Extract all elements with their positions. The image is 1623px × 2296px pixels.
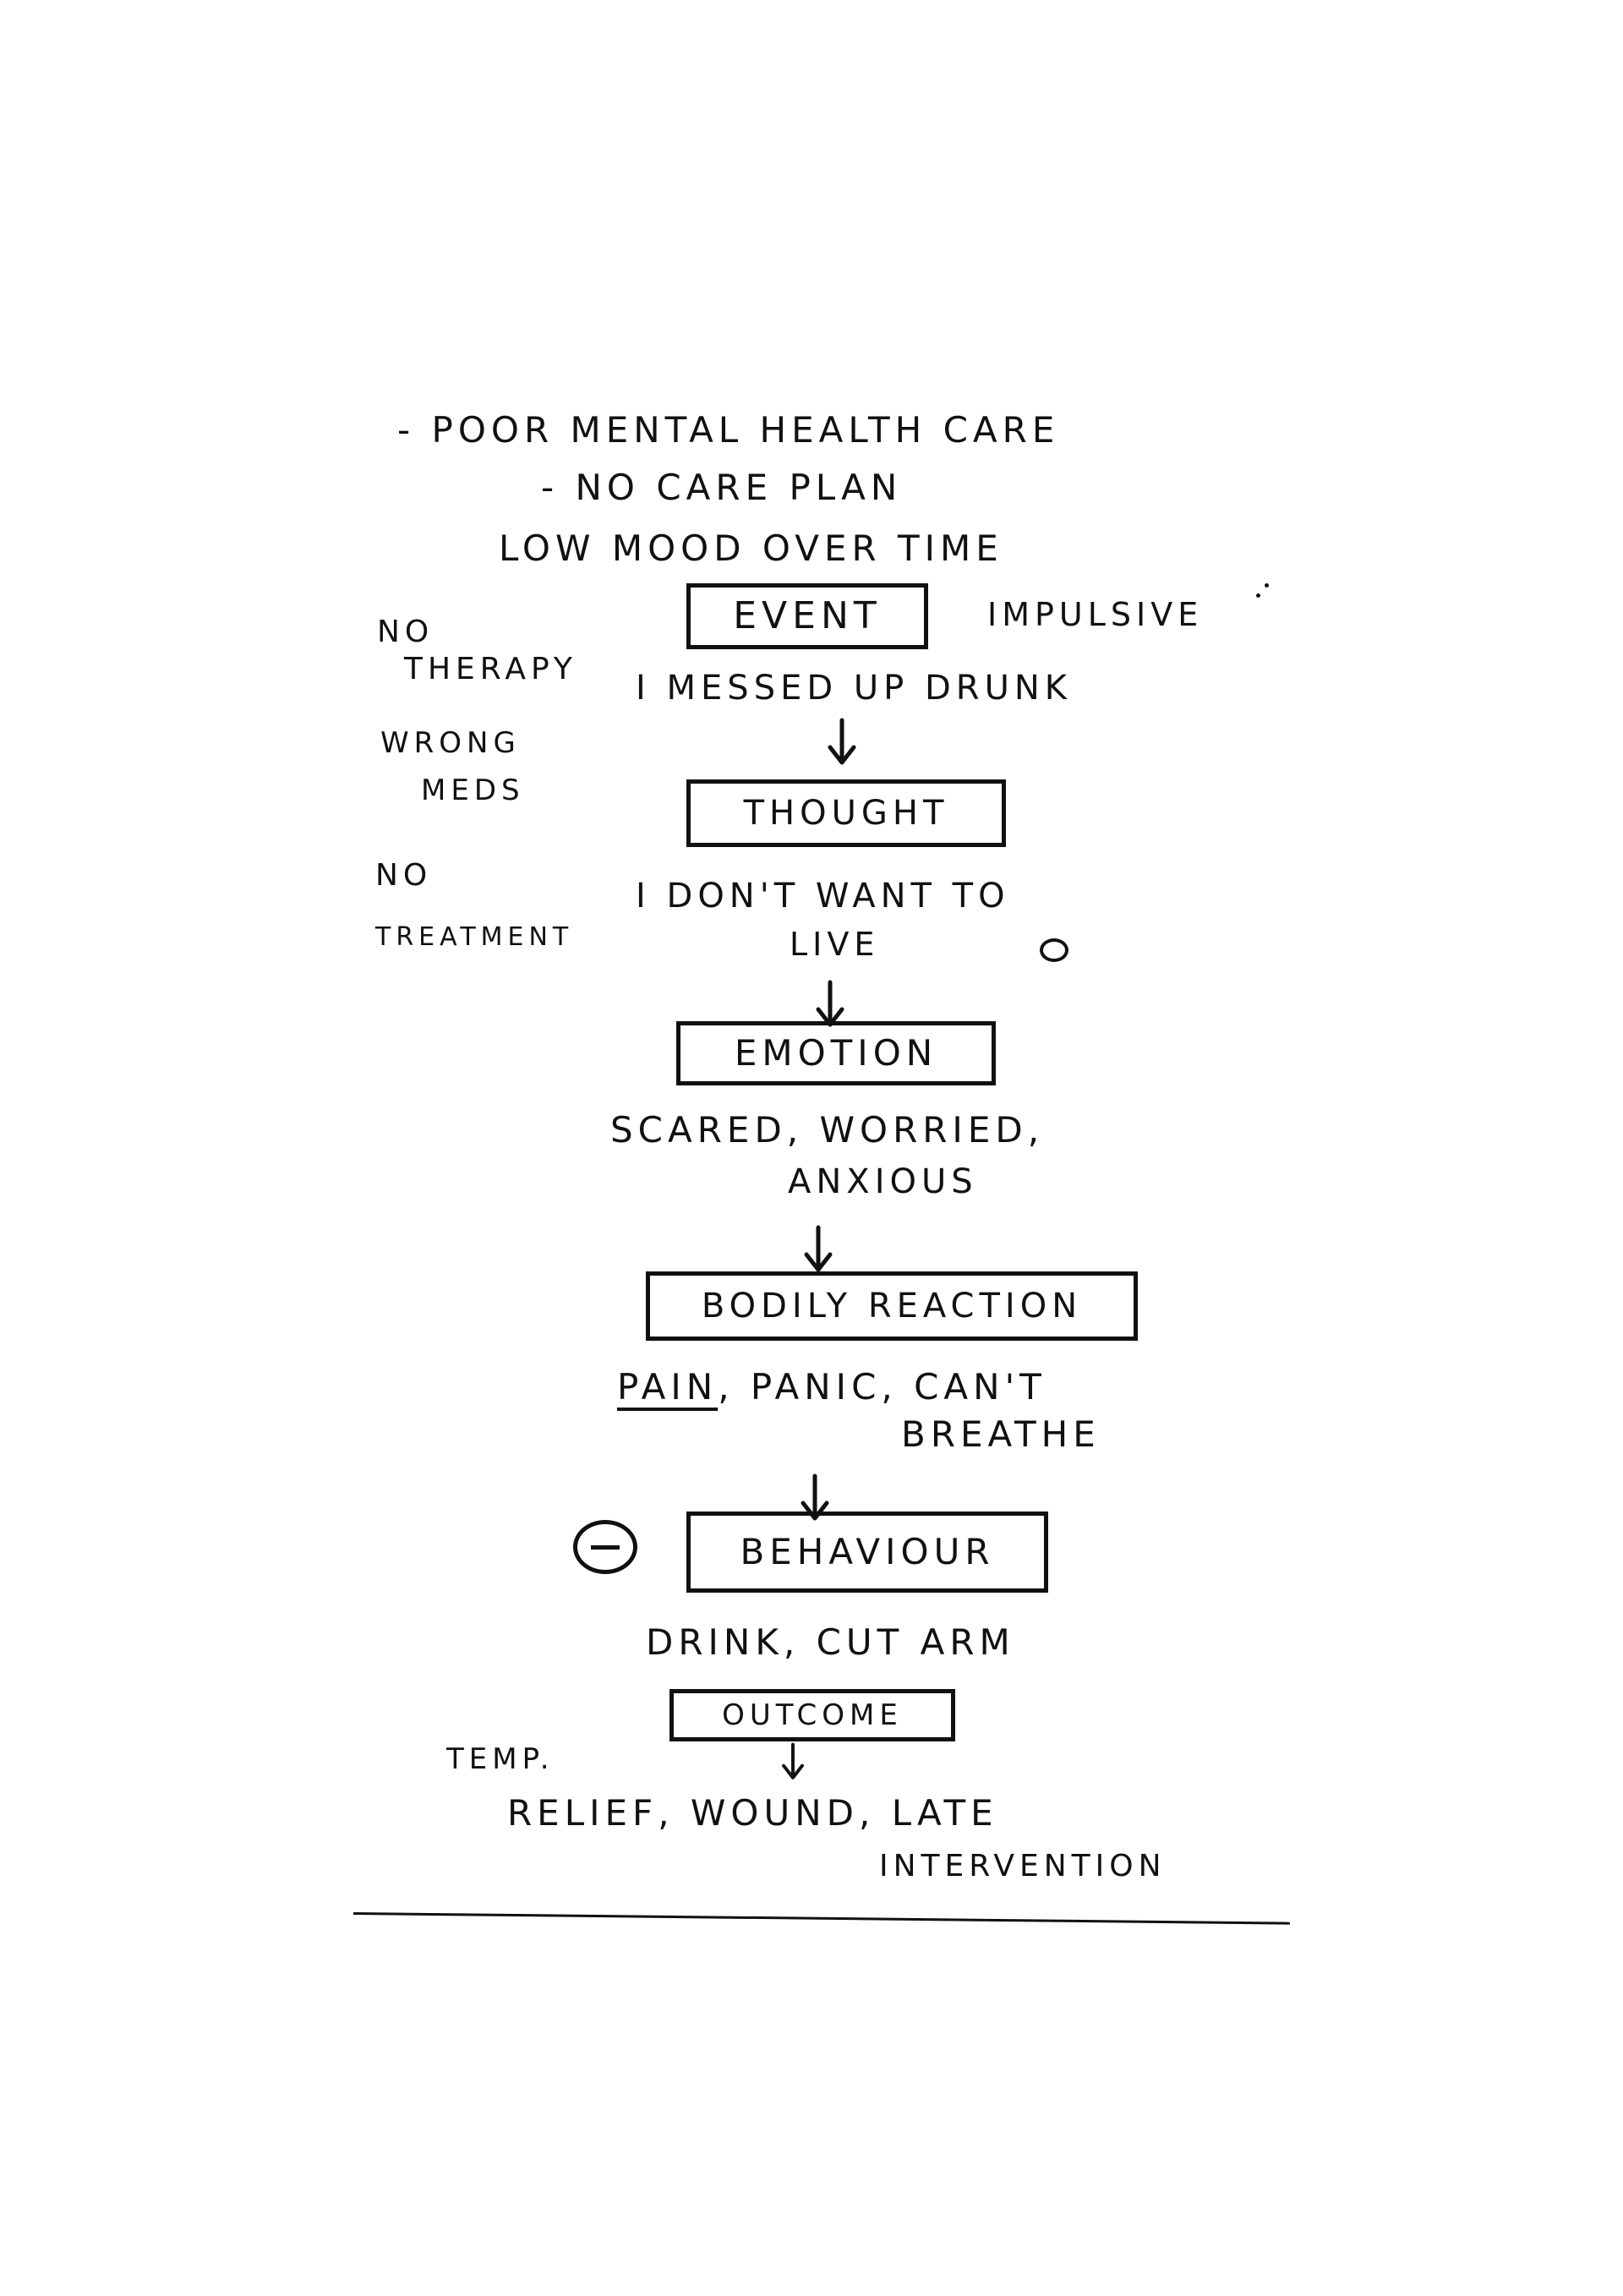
- behaviour-detail: DRINK, CUT ARM: [646, 1621, 1015, 1663]
- bodily-reaction-detail-rest: , PANIC, CAN'T: [718, 1366, 1046, 1408]
- bodily-reaction-detail-line-1: PAIN, PANIC, CAN'T: [617, 1369, 1046, 1405]
- arrow-down-icon: [801, 1225, 835, 1273]
- outcome-label: OUTCOME: [722, 1698, 903, 1732]
- behaviour-box: BEHAVIOUR: [686, 1512, 1048, 1593]
- no-therapy-note-line-2: THERAPY: [404, 652, 577, 686]
- pain-underlined: PAIN: [617, 1366, 719, 1408]
- emotion-detail-line-2: ANXIOUS: [788, 1162, 978, 1201]
- small-circle-mark: [1040, 938, 1068, 962]
- cause-low-mood-over-time: LOW MOOD OVER TIME: [499, 528, 1003, 569]
- impulsive-note: IMPULSIVE: [987, 596, 1204, 633]
- minus-circle-icon: [573, 1520, 637, 1574]
- stray-mark: [1256, 593, 1260, 598]
- behaviour-label: BEHAVIOUR: [740, 1531, 995, 1572]
- no-therapy-note-line-1: NO: [377, 615, 434, 649]
- arrow-down-icon: [798, 1473, 832, 1522]
- thought-box: THOUGHT: [686, 779, 1006, 847]
- emotion-label: EMOTION: [734, 1032, 938, 1074]
- wrong-meds-note-line-2: MEDS: [421, 774, 525, 807]
- outcome-box: OUTCOME: [669, 1689, 955, 1741]
- event-detail: I MESSED UP DRUNK: [636, 669, 1073, 708]
- bodily-reaction-detail-line-2: BREATHE: [901, 1413, 1101, 1455]
- arrow-down-icon: [779, 1742, 806, 1780]
- cause-poor-mental-health-care: - POOR MENTAL HEALTH CARE: [397, 409, 1060, 451]
- stray-mark: [1265, 583, 1269, 588]
- outcome-detail-line-1: RELIEF, WOUND, LATE: [507, 1792, 998, 1834]
- thought-label: THOUGHT: [743, 794, 949, 833]
- cause-no-care-plan: - NO CARE PLAN: [541, 467, 903, 508]
- thought-detail-line-1: I DON'T WANT TO: [636, 877, 1010, 916]
- event-box: EVENT: [686, 583, 928, 649]
- arrow-down-icon: [825, 718, 859, 766]
- temp-note: TEMP.: [446, 1742, 555, 1776]
- no-treatment-note-line-1: NO: [375, 858, 433, 893]
- bottom-divider-line: [352, 1912, 1290, 1925]
- emotion-detail-line-1: SCARED, WORRIED,: [610, 1109, 1045, 1151]
- no-treatment-note-line-2: TREATMENT: [375, 922, 574, 952]
- wrong-meds-note-line-1: WRONG: [380, 726, 521, 760]
- bodily-reaction-label: BODILY REACTION: [701, 1287, 1083, 1326]
- thought-detail-line-2: LIVE: [790, 926, 880, 963]
- event-label: EVENT: [733, 594, 882, 637]
- bodily-reaction-box: BODILY REACTION: [646, 1271, 1138, 1341]
- outcome-detail-line-2: INTERVENTION: [879, 1849, 1167, 1883]
- emotion-box: EMOTION: [676, 1021, 996, 1085]
